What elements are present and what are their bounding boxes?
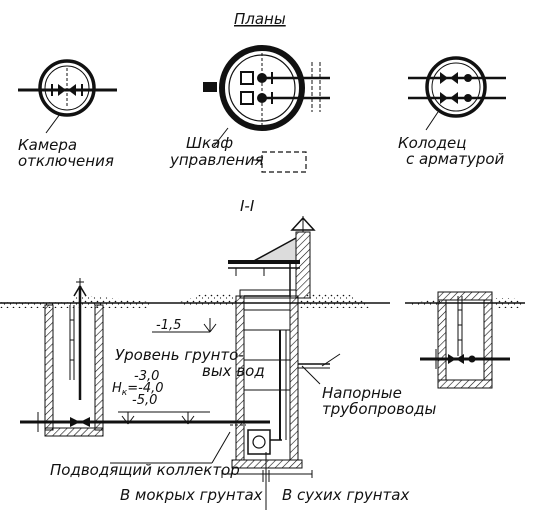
hk-label: Hк=-4,0 (112, 381, 164, 398)
section-title: I-I (240, 197, 255, 215)
pressure-pipes-label-line1: Напорные (322, 384, 402, 402)
section-left-chamber (0, 278, 270, 437)
section-central-station (150, 216, 390, 510)
plan-well-symbol (408, 56, 506, 131)
pressure-pipes-label-line2: трубопроводы (322, 400, 436, 418)
groundwater-label-line1: Уровень грунто- (115, 346, 244, 364)
level-value-label: -1,5 (156, 318, 181, 333)
plan-station-symbol (203, 45, 330, 147)
hk-prefix: H (112, 381, 122, 396)
cabinet-label-line2: управления (169, 151, 264, 169)
hk-equals: = (127, 381, 138, 396)
pressure-pipes-leader (301, 365, 321, 385)
chamber-label-line2: отключения (18, 152, 114, 170)
section-right-well (405, 291, 525, 389)
collector-label: Подводящий коллектор (50, 461, 240, 479)
level-minus-3: -3,0 (134, 369, 159, 384)
groundwater-label-line2: вых вод (202, 362, 265, 380)
cabinet-dashed-outline (261, 151, 307, 173)
level-marker-1-5 (152, 318, 217, 333)
cabinet-label-line1: Шкаф (186, 134, 233, 152)
plan-chamber-symbol (18, 59, 117, 134)
level-minus-5: -5,0 (132, 393, 157, 408)
well-label-line2: с арматурой (406, 150, 505, 168)
dry-soils-label: В сухих грунтах (282, 486, 409, 504)
wet-soils-label: В мокрых грунтах (120, 486, 263, 504)
plans-title: Планы (234, 10, 286, 28)
level-minus-4: -4,0 (138, 381, 163, 396)
well-label-line1: Колодец (398, 134, 466, 152)
hk-subscript: к (122, 388, 128, 398)
collector-leader-2 (211, 431, 231, 464)
chamber-label-line1: Камера (18, 136, 77, 154)
level-arrows (118, 411, 210, 425)
